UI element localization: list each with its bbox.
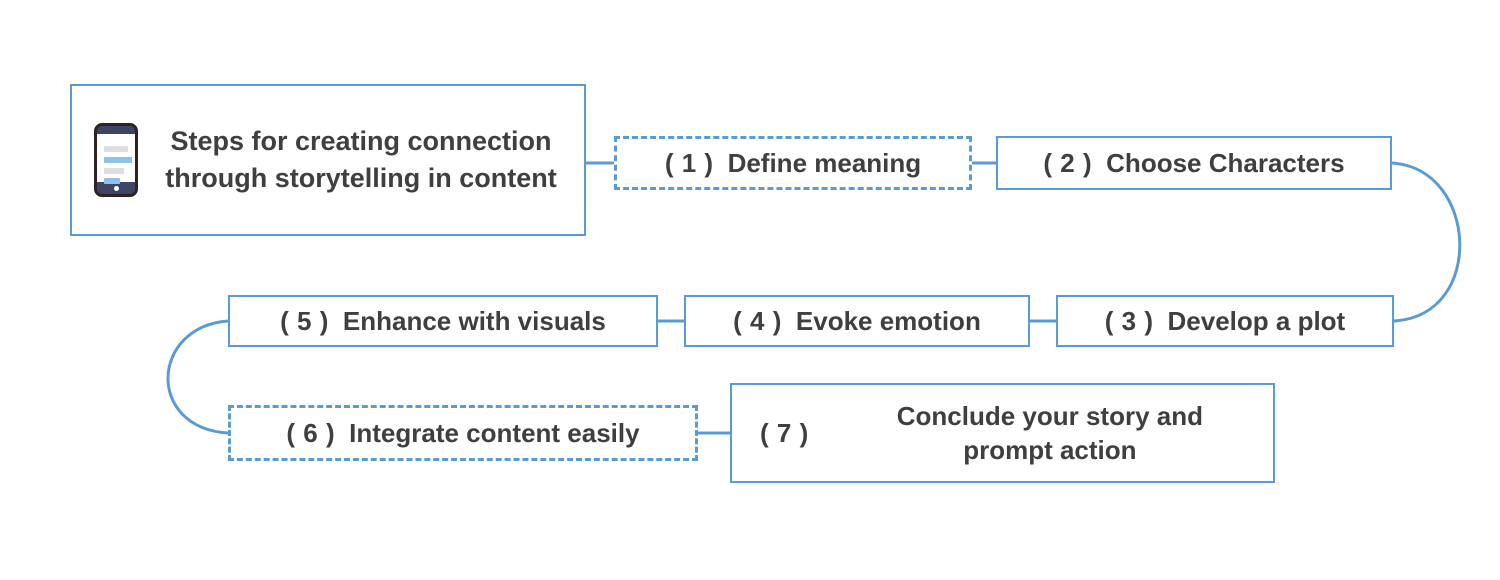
step-2-label: Choose Characters: [1106, 147, 1345, 178]
phone-line-3: [104, 168, 124, 174]
step-box-4[interactable]: ( 4 ) Evoke emotion: [684, 295, 1030, 347]
step-6-content: ( 6 ) Integrate content easily: [286, 418, 639, 449]
step-4-content: ( 4 ) Evoke emotion: [733, 306, 981, 337]
phone-line-2: [104, 157, 132, 163]
step-6-number: ( 6 ): [286, 417, 336, 448]
step-2-content: ( 2 ) Choose Characters: [1043, 148, 1344, 179]
mobile-phone-icon: [94, 123, 138, 197]
step-1-content: ( 1 ) Define meaning: [665, 148, 921, 179]
step-7-label: Conclude your story and prompt action: [896, 400, 1203, 465]
step-5-number: ( 5 ): [280, 305, 329, 336]
step-4-number: ( 4 ): [733, 305, 782, 336]
step-7-number: ( 7 ): [760, 417, 809, 448]
step-box-3[interactable]: ( 3 ) Develop a plot: [1056, 295, 1394, 347]
connector-2-to-3: [1391, 161, 1462, 323]
phone-line-4: [104, 178, 120, 184]
step-box-5[interactable]: ( 5 ) Enhance with visuals: [228, 295, 658, 347]
step-5-content: ( 5 ) Enhance with visuals: [280, 306, 606, 337]
step-1-number: ( 1 ): [664, 147, 714, 178]
step-3-number: ( 3 ): [1104, 305, 1154, 336]
step-box-1[interactable]: ( 1 ) Define meaning: [614, 136, 972, 190]
step-5-label: Enhance with visuals: [342, 305, 606, 336]
step-box-2[interactable]: ( 2 ) Choose Characters: [996, 136, 1392, 190]
phone-home-button: [113, 186, 119, 191]
page-title: Steps for creating connection through st…: [165, 126, 557, 193]
step-4-label: Evoke emotion: [795, 305, 981, 336]
phone-line-1: [104, 146, 128, 152]
step-box-6[interactable]: ( 6 ) Integrate content easily: [228, 405, 698, 461]
step-2-number: ( 2 ): [1043, 147, 1093, 178]
step-6-label: Integrate content easily: [349, 417, 640, 448]
step-3-content: ( 3 ) Develop a plot: [1105, 306, 1345, 337]
diagram-title-box[interactable]: Steps for creating connection through st…: [70, 84, 586, 236]
connector-5-to-6: [166, 319, 229, 435]
step-box-7[interactable]: ( 7 ) Conclude your story and prompt act…: [730, 383, 1275, 483]
step-3-label: Develop a plot: [1167, 305, 1346, 336]
step-1-label: Define meaning: [727, 147, 922, 178]
